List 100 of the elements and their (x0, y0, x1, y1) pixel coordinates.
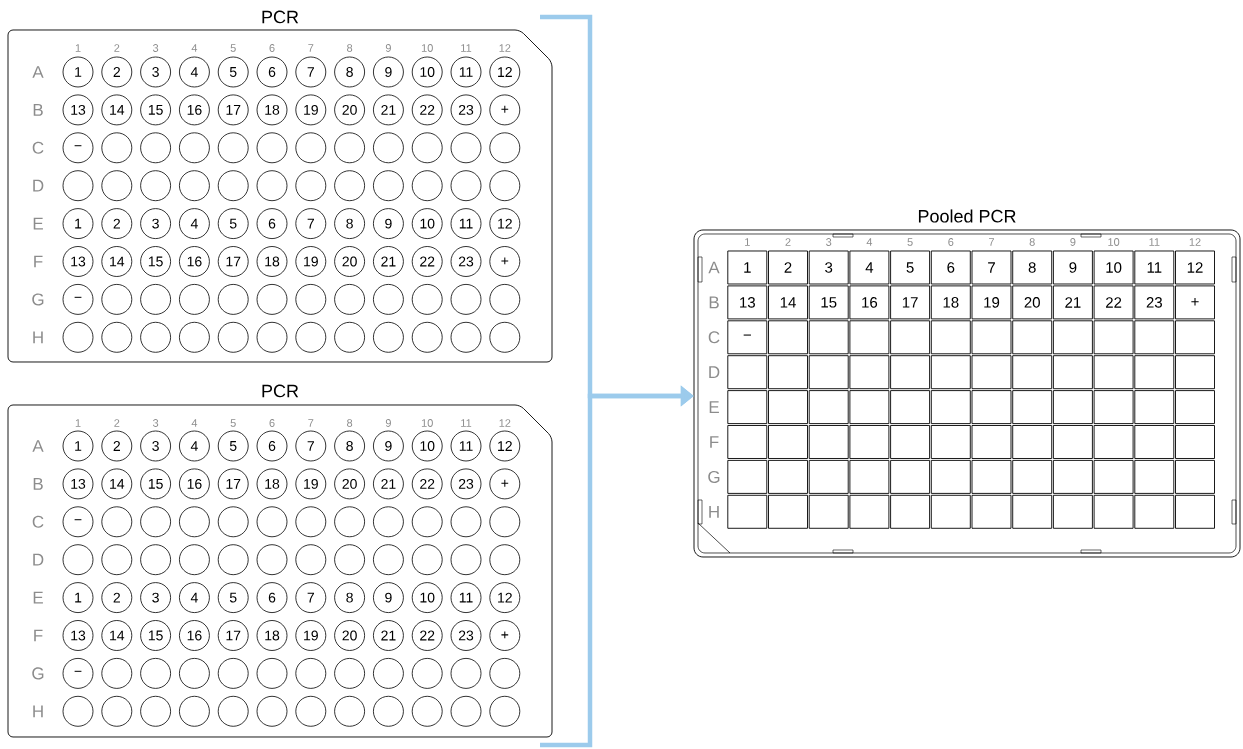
well (489, 695, 521, 727)
well (217, 695, 249, 727)
column-number: 7 (308, 44, 314, 52)
column-number: 9 (385, 419, 391, 427)
well (140, 170, 171, 202)
well (1052, 320, 1093, 355)
well (1012, 425, 1053, 459)
well: 16 (179, 620, 210, 651)
well: 6 (256, 56, 288, 88)
well (768, 494, 808, 529)
well: 16 (179, 94, 210, 126)
well: 20 (334, 94, 365, 126)
well (727, 459, 768, 494)
well (1012, 494, 1053, 529)
well (1175, 320, 1215, 355)
well (971, 390, 1012, 425)
well: 20 (334, 246, 365, 277)
well (179, 170, 210, 202)
well: 13 (62, 246, 94, 277)
well (411, 658, 443, 689)
well (1093, 459, 1134, 494)
well (140, 658, 171, 689)
well (1052, 390, 1093, 425)
well: 5 (217, 56, 249, 88)
well: 19 (971, 285, 1012, 320)
well: 8 (1012, 250, 1053, 285)
well: 20 (334, 468, 365, 500)
well (489, 544, 521, 576)
well (849, 390, 890, 425)
well (849, 425, 890, 459)
well (808, 425, 849, 459)
well: 11 (450, 56, 482, 88)
well (179, 132, 210, 164)
well: 22 (1093, 285, 1134, 320)
well (1093, 494, 1134, 529)
well (930, 390, 971, 425)
well (334, 132, 365, 164)
well (450, 695, 482, 727)
row-letter: E (709, 401, 719, 413)
well (450, 132, 482, 164)
well (140, 544, 171, 576)
well: − (62, 284, 94, 315)
well (1093, 425, 1134, 459)
well: 18 (256, 246, 288, 277)
well (1012, 320, 1053, 355)
well (101, 658, 133, 689)
well: 8 (334, 582, 365, 613)
well: 2 (101, 208, 133, 239)
well: 23 (450, 94, 482, 126)
well (295, 544, 327, 576)
well (890, 494, 931, 529)
well: 13 (62, 94, 94, 126)
well: 2 (101, 56, 133, 88)
well: 10 (411, 582, 443, 613)
well: 1 (62, 582, 94, 613)
well (450, 170, 482, 202)
well: + (489, 468, 521, 500)
well: 13 (727, 285, 768, 320)
well (1012, 390, 1053, 425)
well (890, 390, 931, 425)
well: 21 (1052, 285, 1093, 320)
well (179, 284, 210, 315)
well: 19 (295, 468, 327, 500)
well: 1 (727, 250, 768, 285)
row-letter: C (708, 331, 720, 344)
column-number: 9 (1070, 238, 1076, 246)
plate-title: PCR (262, 10, 299, 24)
well (217, 132, 249, 164)
well (768, 425, 808, 459)
well: 3 (808, 250, 849, 285)
well (179, 506, 210, 538)
well: − (62, 506, 94, 538)
well (373, 170, 404, 202)
well (1175, 390, 1215, 425)
well: 14 (101, 94, 133, 126)
well (489, 170, 521, 202)
well (62, 695, 94, 727)
well: − (727, 320, 768, 355)
column-number: 6 (948, 238, 954, 246)
well (411, 321, 443, 353)
well (1052, 425, 1093, 459)
well: 8 (334, 208, 365, 239)
well (179, 544, 210, 576)
column-number: 5 (907, 238, 913, 246)
well: 19 (295, 246, 327, 277)
well (411, 544, 443, 576)
well: 14 (101, 246, 133, 277)
well: 9 (373, 208, 404, 239)
well: 15 (140, 94, 171, 126)
row-letter: A (708, 261, 720, 274)
well (1175, 494, 1215, 529)
well (179, 321, 210, 353)
well (489, 506, 521, 538)
well: 15 (140, 468, 171, 500)
well (256, 321, 288, 353)
well: 16 (179, 246, 210, 277)
well (334, 170, 365, 202)
well: 4 (849, 250, 890, 285)
row-letter: G (32, 667, 44, 680)
well: 21 (373, 246, 404, 277)
